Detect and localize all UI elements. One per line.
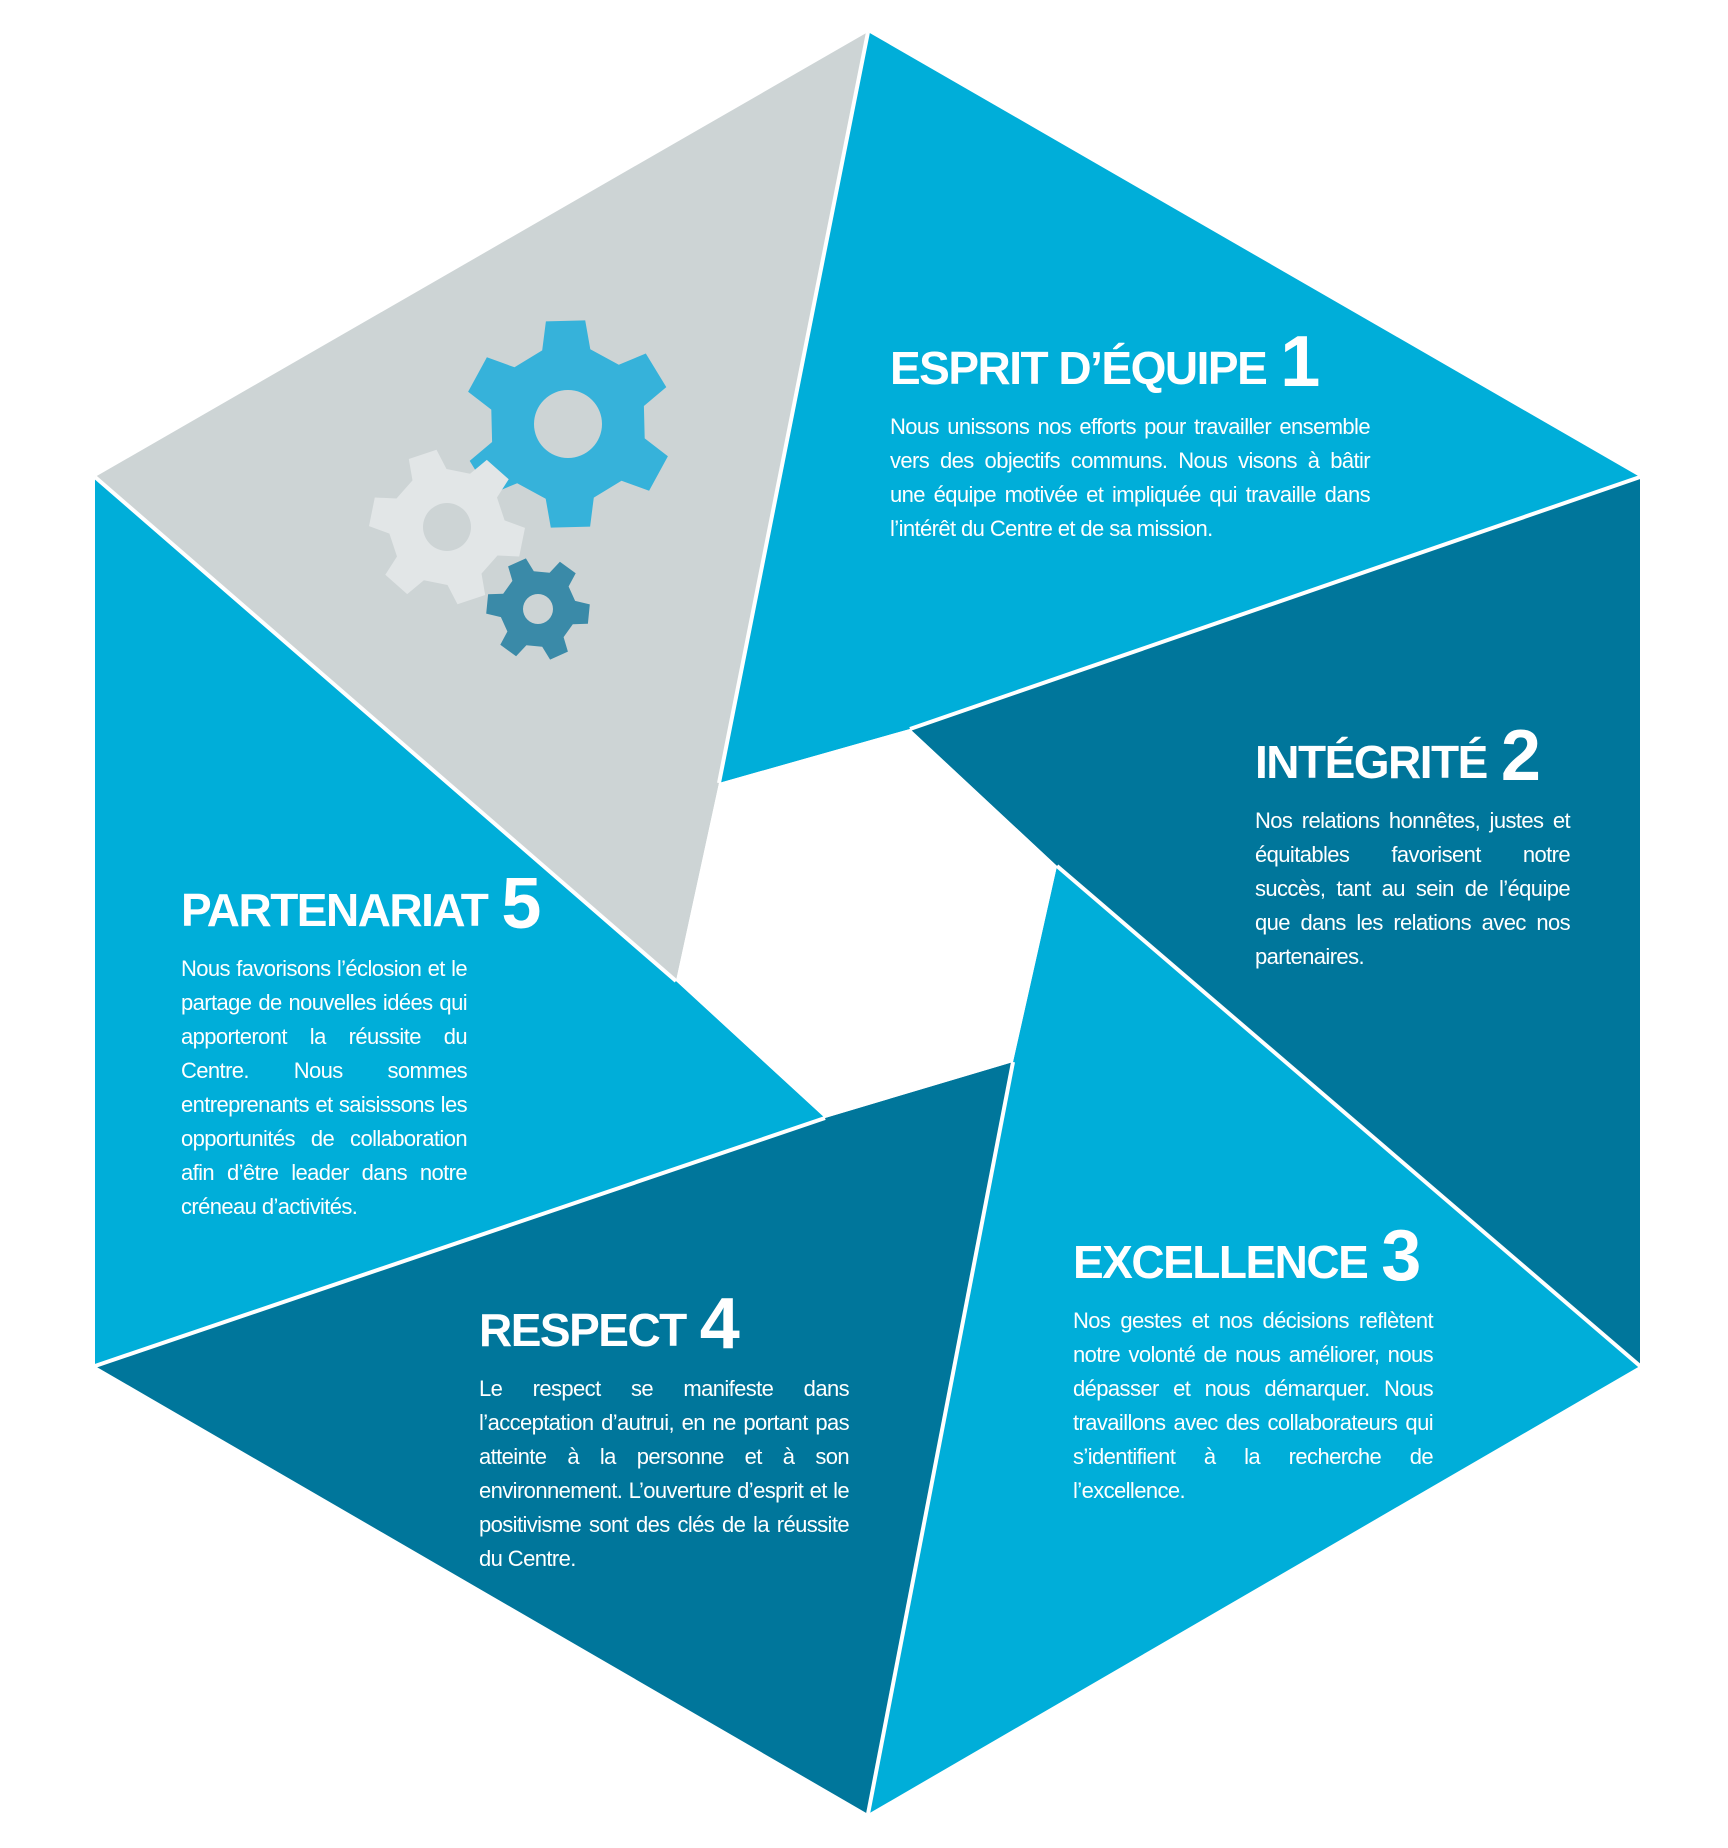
- value-description: Le respect se manifeste dans l’acceptati…: [479, 1376, 850, 1571]
- gear-shape: [486, 558, 590, 660]
- large-gear-icon: [468, 320, 668, 528]
- value-number: 3: [1381, 1216, 1422, 1296]
- segment-integrite: [910, 477, 1640, 1366]
- small-gear-icon: [486, 558, 590, 660]
- separator-line: [717, 31, 870, 784]
- value-description: Nos relations honnêtes, justes et équita…: [1255, 808, 1571, 969]
- segment-esprit-equipe: [719, 32, 1640, 783]
- value-description: Nos gestes et nos décisions reflètent no…: [1073, 1308, 1434, 1503]
- segment-excellence: [868, 866, 1640, 1814]
- separator-line: [93, 475, 678, 983]
- gears-icon: [369, 320, 668, 660]
- value-description: Nous favorisons l’éclosion et le partage…: [181, 956, 468, 1219]
- separator-line: [1055, 864, 1642, 1368]
- segment-respect: [95, 1062, 1013, 1814]
- segment-partenariat: [95, 477, 825, 1366]
- value-number: 1: [1280, 322, 1321, 402]
- value-number: 5: [501, 864, 542, 944]
- separator-line: [866, 1061, 1015, 1815]
- gear-shape: [468, 320, 668, 528]
- value-number: 2: [1500, 716, 1541, 796]
- center-hole: [676, 729, 1057, 1118]
- value-description: Nous unissons nos efforts pour travaille…: [890, 414, 1371, 541]
- gear-shape: [369, 449, 525, 605]
- medium-gear-icon: [369, 449, 525, 605]
- separator-line: [909, 475, 1641, 731]
- separator-line: [94, 1116, 826, 1368]
- value-number: 4: [699, 1284, 740, 1364]
